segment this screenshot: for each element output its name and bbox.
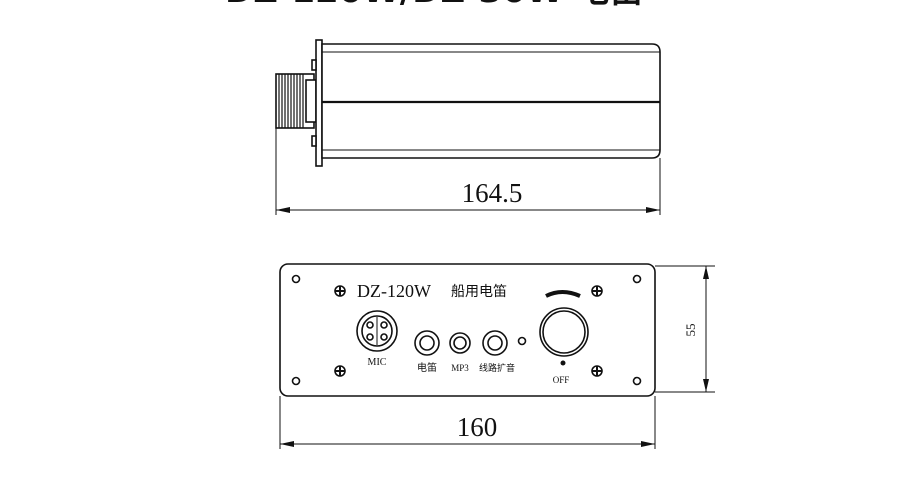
screw-icon-bl: [334, 365, 346, 377]
line-pa-jack-label: 线路扩音: [479, 362, 515, 374]
dimension-164-5-label: 164.5: [462, 178, 523, 208]
side-knob: [275, 73, 317, 129]
corner-hole-bl: [291, 376, 301, 386]
screw-icon-tl: [334, 285, 346, 297]
mic-label: MIC: [368, 357, 387, 368]
corner-hole-tl: [291, 274, 301, 284]
dimension-164-5: [275, 128, 661, 215]
screw-icon-br: [591, 365, 603, 377]
horn-jack-label: 电笛: [417, 361, 437, 374]
model-label: DZ-120W: [357, 281, 431, 301]
title-fragment: DZ-120W/DZ-30W 电笛: [225, 0, 643, 11]
front-panel: [279, 263, 656, 397]
line-pa-jack-icon: [482, 330, 508, 356]
mp3-jack-icon: [449, 332, 471, 354]
screw-icon-tr: [591, 285, 603, 297]
volume-knob-icon: [539, 290, 589, 366]
indicator-led-icon: [517, 336, 527, 346]
panel-outline: [279, 263, 656, 397]
horn-jack-icon: [414, 330, 440, 356]
side-front-plate: [315, 39, 323, 167]
product-name-label: 船用电笛: [451, 284, 507, 300]
corner-hole-tr: [632, 274, 642, 284]
dimension-55: [655, 265, 715, 393]
mp3-jack-label: MP3: [451, 363, 469, 373]
corner-hole-br: [632, 376, 642, 386]
side-view: [275, 39, 661, 215]
dimension-160-label: 160: [457, 412, 498, 442]
off-label: OFF: [553, 375, 570, 385]
mic-connector-icon: [356, 310, 398, 352]
dimension-160: [279, 396, 656, 449]
dimension-55-label: 55: [683, 324, 698, 337]
